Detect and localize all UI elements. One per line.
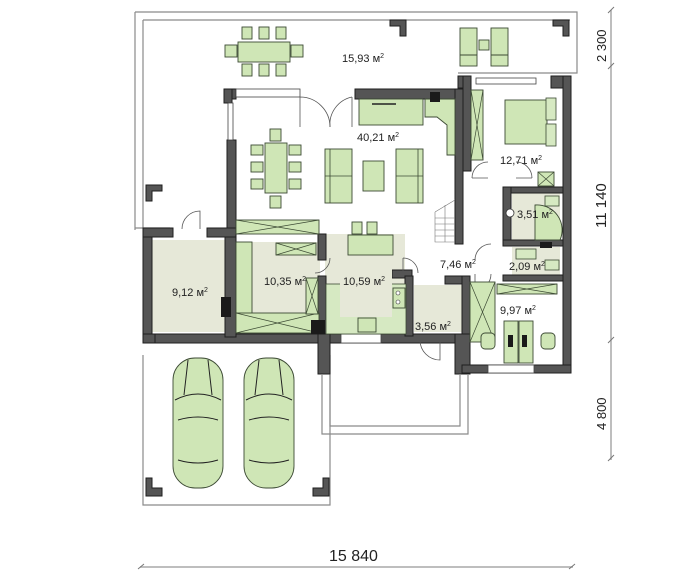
- area-label-terrace: 15,93 м2: [342, 53, 384, 65]
- utility-furniture: [221, 219, 325, 334]
- carport-outline: [142, 355, 469, 506]
- dimension-terrace-depth: 2 300: [594, 29, 609, 62]
- area-label-hall: 7,46 м2: [440, 259, 476, 271]
- bedroom-furniture: [470, 89, 557, 187]
- staircase: [434, 199, 456, 243]
- dimension-vertical: 2 300 11 140 4 800: [593, 6, 615, 462]
- dimension-total-width: 15 840: [329, 548, 378, 565]
- car-left: [172, 357, 224, 489]
- area-label-storage: 9,12 м2: [172, 287, 208, 299]
- pillars: [145, 19, 570, 497]
- dimension-carport-depth: 4 800: [594, 397, 609, 430]
- windows: [227, 77, 537, 374]
- area-label-kitchen: 10,59 м2: [343, 276, 385, 288]
- area-label-entry: 3,56 м2: [415, 321, 451, 333]
- area-label-wc: 2,09 м2: [509, 261, 545, 273]
- car-right: [243, 357, 295, 489]
- sofas: [324, 148, 424, 204]
- area-label-office: 9,97 м2: [500, 305, 536, 317]
- area-label-utility: 10,35 м2: [264, 276, 306, 288]
- kitchen-furniture: [325, 221, 407, 335]
- living-dining-table: [250, 128, 302, 209]
- area-label-bedroom: 12,71 м2: [500, 155, 542, 167]
- dimension-horizontal: 15 840: [137, 548, 576, 570]
- area-labels: 15,93 м2 40,21 м2 12,71 м2 3,51 м2 7,46 …: [172, 53, 553, 333]
- terrace-outline: [134, 11, 578, 230]
- terrace-dining-set: [224, 26, 304, 77]
- bathroom-fixtures: [505, 195, 563, 271]
- terrace-loungers: [459, 27, 509, 67]
- dimension-house-depth: 11 140: [593, 183, 610, 228]
- area-label-living: 40,21 м2: [357, 132, 399, 144]
- tv-unit: [358, 92, 456, 156]
- walls: [142, 75, 572, 375]
- area-label-bathroom: 3,51 м2: [517, 209, 553, 221]
- office-furniture: [469, 281, 558, 364]
